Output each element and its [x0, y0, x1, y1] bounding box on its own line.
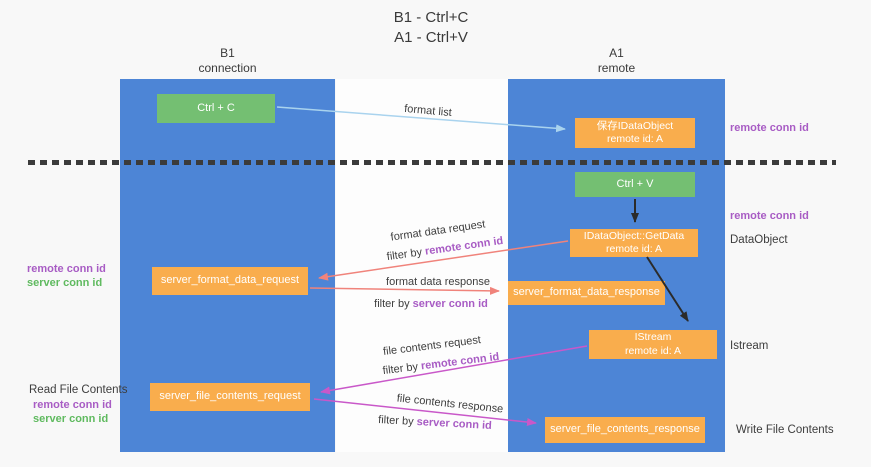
title-line-2: A1 - Ctrl+V — [394, 29, 468, 46]
label-remote-conn-id-left-2: remote conn id — [33, 399, 112, 411]
node-idataobject-getdata: IDataObject::GetData remote id: A — [570, 229, 698, 257]
filter-by-text: filter by — [377, 414, 417, 429]
node-server-format-data-request: server_format_data_request — [152, 267, 308, 295]
label-remote-conn-id-right-1: remote conn id — [730, 122, 809, 134]
node-ctrl-v: Ctrl + V — [575, 172, 695, 197]
node-istream: IStream remote id: A — [589, 330, 717, 359]
label-remote-conn-id-left-1: remote conn id — [27, 263, 106, 275]
node-server-file-contents-request: server_file_contents_request — [150, 383, 310, 411]
label-server-conn-id-left-1: server conn id — [27, 277, 103, 289]
lane-b1-role: connection — [198, 61, 257, 75]
node-istream-line2: remote id: A — [624, 344, 682, 357]
label-format-data-response: format data response — [386, 276, 490, 288]
label-write-file-contents: Write File Contents — [736, 424, 834, 436]
node-server-format-data-response: server_format_data_response — [508, 281, 665, 305]
node-save-idataobject: 保存IDataObject remote id: A — [575, 118, 695, 148]
node-ctrl-v-label: Ctrl + V — [616, 177, 654, 190]
node-getdata-line2: remote id: A — [605, 243, 663, 255]
label-server-conn-id-left-2: server conn id — [33, 413, 109, 425]
node-server-format-data-request-label: server_format_data_request — [160, 274, 300, 287]
node-istream-line1: IStream — [634, 331, 672, 344]
label-dataobject: DataObject — [730, 234, 788, 246]
node-server-format-data-response-label: server_format_data_response — [513, 286, 660, 299]
node-server-file-contents-response: server_file_contents_response — [545, 417, 705, 443]
label-filter-by-server-conn-id-1: filter by server conn id — [374, 298, 488, 310]
node-server-file-contents-response-label: server_file_contents_response — [550, 423, 700, 436]
node-server-file-contents-request-label: server_file_contents_request — [159, 390, 301, 403]
label-remote-conn-id-right-2: remote conn id — [730, 210, 809, 222]
phase-divider-dashed-line — [28, 160, 836, 165]
lane-a1-name: A1 — [609, 46, 624, 60]
node-getdata-line1: IDataObject::GetData — [583, 229, 685, 242]
node-ctrl-c-label: Ctrl + C — [197, 101, 235, 114]
page-title: B1 - Ctrl+C A1 - Ctrl+V — [0, 8, 862, 48]
node-save-idataobject-line1: 保存IDataObject — [596, 119, 674, 132]
label-read-file-contents: Read File Contents — [29, 384, 128, 396]
server-conn-id-text: server conn id — [412, 298, 488, 310]
lane-header-b1: B1 connection — [120, 46, 335, 76]
lane-a1-role: remote — [597, 61, 636, 75]
lane-header-a1: A1 remote — [508, 46, 725, 76]
title-line-1: B1 - Ctrl+C — [393, 9, 469, 26]
node-ctrl-c: Ctrl + C — [157, 94, 275, 123]
filter-by-text: filter by — [374, 298, 413, 310]
label-istream: Istream — [730, 340, 769, 352]
lane-b1-name: B1 — [220, 46, 235, 60]
node-save-idataobject-line2: remote id: A — [606, 133, 664, 145]
